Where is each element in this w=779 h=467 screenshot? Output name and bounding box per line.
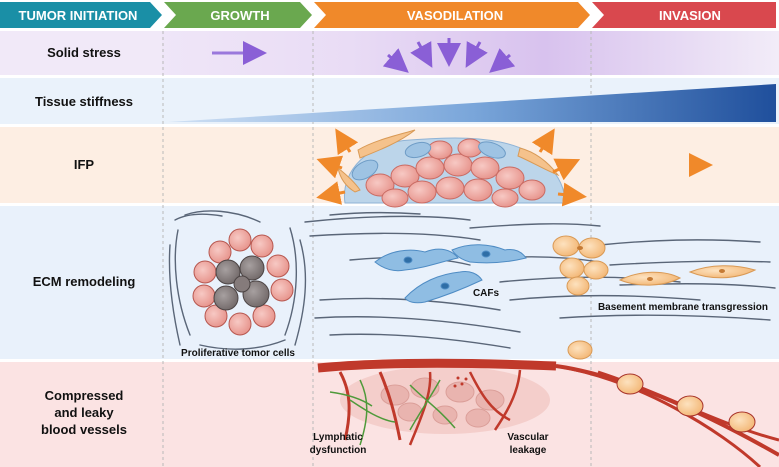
row-label-vessels-line3: blood vessels	[41, 422, 127, 437]
stage-vasodilation-label: VASODILATION	[407, 8, 503, 23]
proliferative-tumor-cluster	[192, 228, 294, 336]
ifp-arrow	[552, 158, 581, 181]
annotation-basement: Basement membrane transgression	[598, 302, 768, 313]
row-label-vessels-line2: and leaky	[54, 405, 114, 420]
stage-invasion-chevron	[592, 2, 776, 28]
solid-stress-arrow	[489, 48, 516, 73]
solid-stress-arrow	[465, 41, 488, 68]
ifp-arrow	[316, 155, 344, 179]
ifp-arrow	[531, 128, 555, 156]
stage-initiation-chevron	[0, 2, 162, 28]
stage-growth-label: GROWTH	[210, 8, 269, 23]
stage-vasodilation-chevron	[314, 2, 590, 28]
ifp-arrows	[316, 128, 713, 207]
row-label-ifp: IFP	[74, 157, 95, 172]
invading-cells	[552, 235, 757, 360]
annotation-proliferative: Proliferative tomor cells	[181, 348, 295, 359]
ifp-arrow	[335, 128, 359, 156]
row-label-solid-stress: Solid stress	[47, 45, 121, 60]
solid-stress-arrow	[410, 41, 433, 68]
ifp-arrow	[557, 182, 587, 207]
cafs-cells	[374, 244, 527, 304]
ifp-tumor-mass	[337, 129, 566, 208]
annotation-vascular-line2: leakage	[510, 445, 547, 456]
ifp-arrow	[316, 181, 346, 205]
row-label-vessels-line1: Compressed	[45, 388, 124, 403]
stage-invasion-label: INVASION	[659, 8, 721, 23]
stage-initiation-label: TUMOR INITIATION	[19, 8, 138, 23]
row-label-ecm-remodeling: ECM remodeling	[33, 274, 136, 289]
ecm-fibers	[168, 210, 776, 350]
annotation-lymphatic-line1: Lymphatic	[313, 432, 363, 443]
stage-growth-chevron	[164, 2, 312, 28]
vessel-network	[317, 358, 779, 467]
solid-stress-arrow	[382, 48, 409, 73]
stage-header: TUMOR INITIATION GROWTH VASODILATION INV…	[0, 2, 776, 28]
row-label-tissue-stiffness: Tissue stiffness	[35, 94, 133, 109]
annotation-vascular-line1: Vascular	[507, 432, 548, 443]
annotation-lymphatic-line2: dysfunction	[310, 445, 367, 456]
row-solid-stress-label-bg	[0, 31, 162, 75]
tissue-stiffness-wedge	[168, 84, 776, 122]
solid-stress-arrows	[212, 38, 516, 73]
annotation-cafs: CAFs	[473, 288, 500, 299]
